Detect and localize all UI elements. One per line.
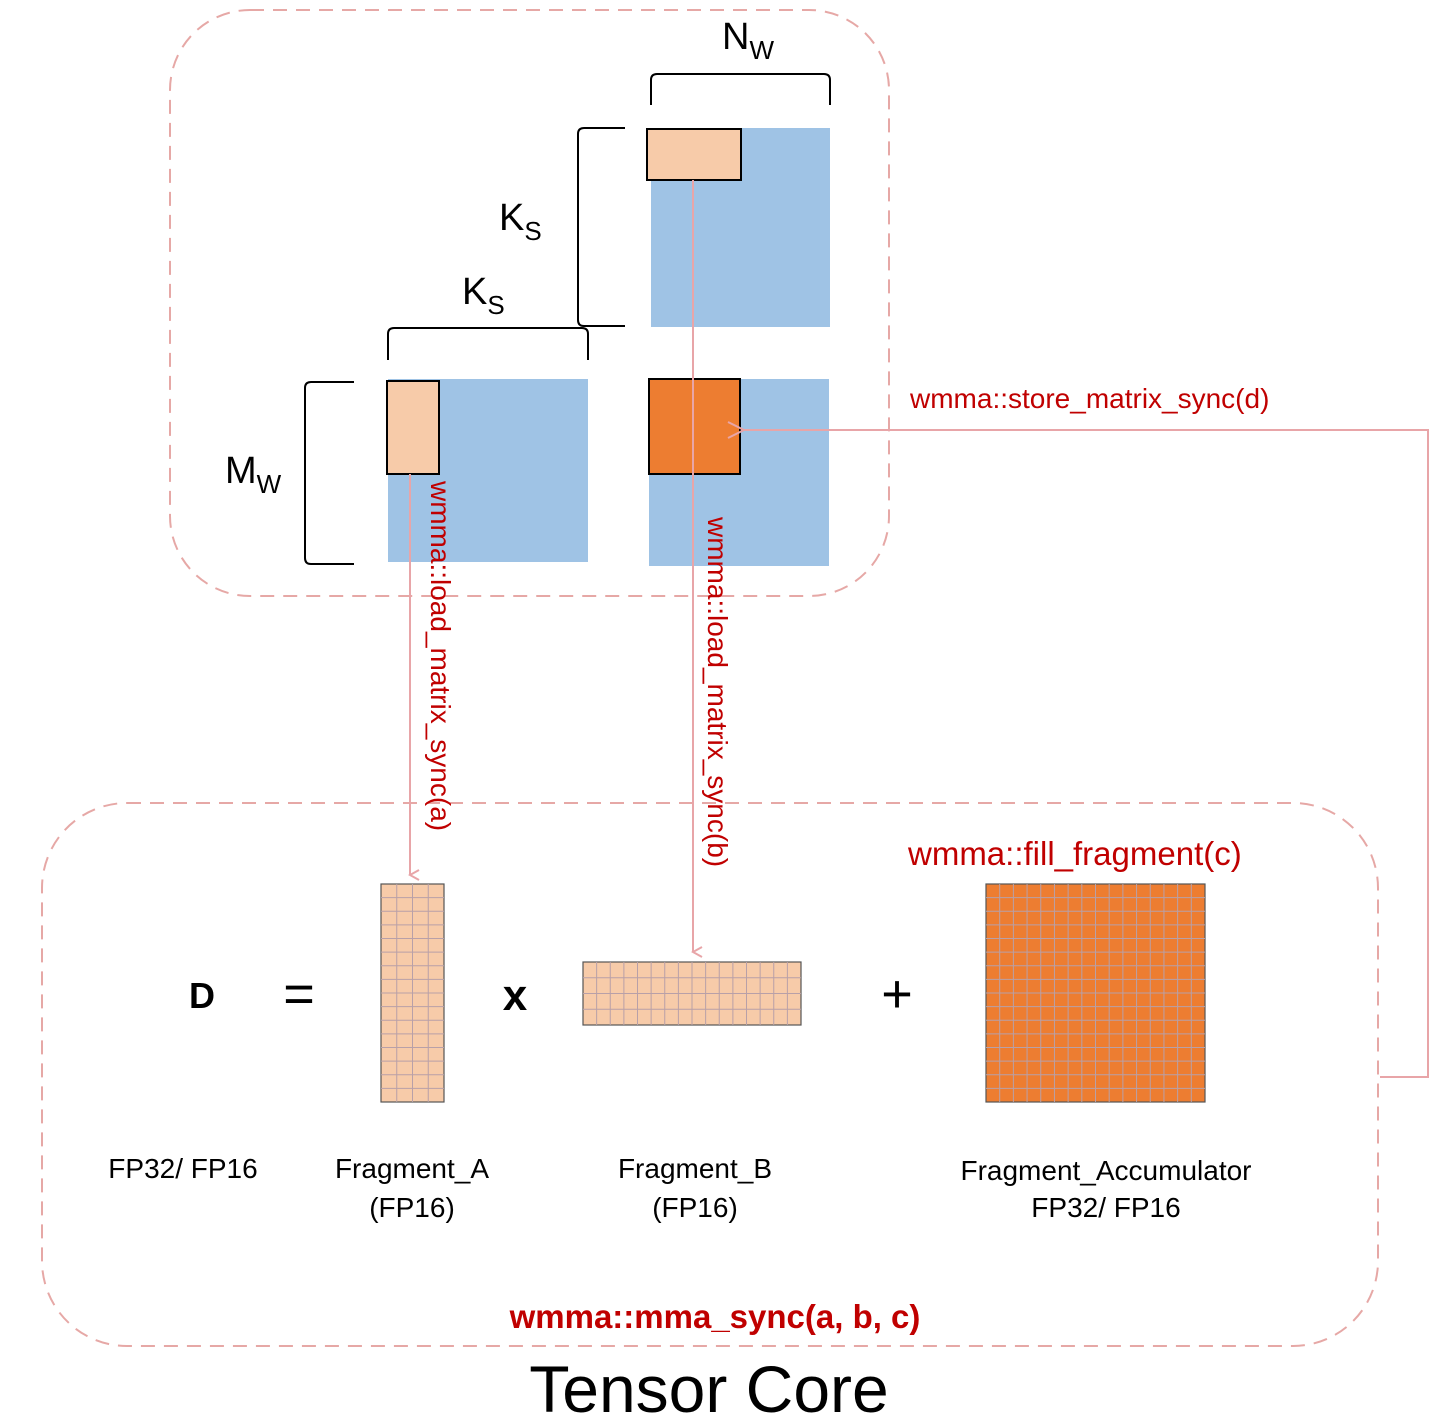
fragment-a-gridlines: [381, 884, 444, 1102]
fragment-a-type: (FP16): [369, 1192, 455, 1223]
store-d-arrow: [744, 430, 1429, 1078]
tensor-core-region: [41, 802, 1379, 1347]
fragment-b-caption: Fragment_B: [618, 1153, 772, 1184]
fill-fragment-call: wmma::fill_fragment(c): [907, 835, 1242, 872]
nw-brace: [650, 73, 831, 105]
ks-vertical-brace: [577, 127, 625, 327]
load-a-call: wmma::load_matrix_sync(a): [425, 480, 456, 831]
ks-horizontal-brace: [387, 327, 589, 360]
d-type-caption: FP32/ FP16: [108, 1153, 257, 1184]
ks-horizontal-label: KS: [462, 271, 505, 320]
mma-sync-call: wmma::mma_sync(a, b, c): [509, 1298, 921, 1335]
fragment-b-gridlines: [583, 962, 801, 1025]
fragment-a-caption: Fragment_A: [335, 1153, 489, 1184]
load-b-call: wmma::load_matrix_sync(b): [702, 516, 733, 867]
fragment-b-grid: [582, 961, 802, 1026]
mw-brace: [304, 381, 354, 565]
nw-label: NW: [722, 16, 774, 65]
fragment-a-grid: [380, 883, 445, 1103]
ks-vertical-label: KS: [499, 197, 542, 246]
b-fragment-block: [646, 128, 742, 181]
fragment-accumulator-caption: Fragment_Accumulator: [960, 1155, 1251, 1186]
c-fragment-block: [648, 378, 741, 475]
equals-symbol: =: [283, 964, 315, 1024]
mw-label: MW: [225, 450, 282, 499]
a-fragment-block: [386, 380, 440, 475]
times-symbol: x: [503, 971, 528, 1020]
fragment-accumulator-gridlines: [986, 884, 1205, 1102]
plus-symbol: +: [881, 964, 913, 1024]
fragment-accumulator-grid: [985, 883, 1206, 1103]
fragment-b-type: (FP16): [652, 1192, 738, 1223]
fragment-accumulator-type: FP32/ FP16: [1031, 1192, 1180, 1223]
warp-tile-region: [169, 9, 890, 597]
store-matrix-call: wmma::store_matrix_sync(d): [909, 383, 1269, 414]
d-symbol: D: [189, 975, 215, 1016]
tensor-core-title: Tensor Core: [529, 1352, 889, 1424]
